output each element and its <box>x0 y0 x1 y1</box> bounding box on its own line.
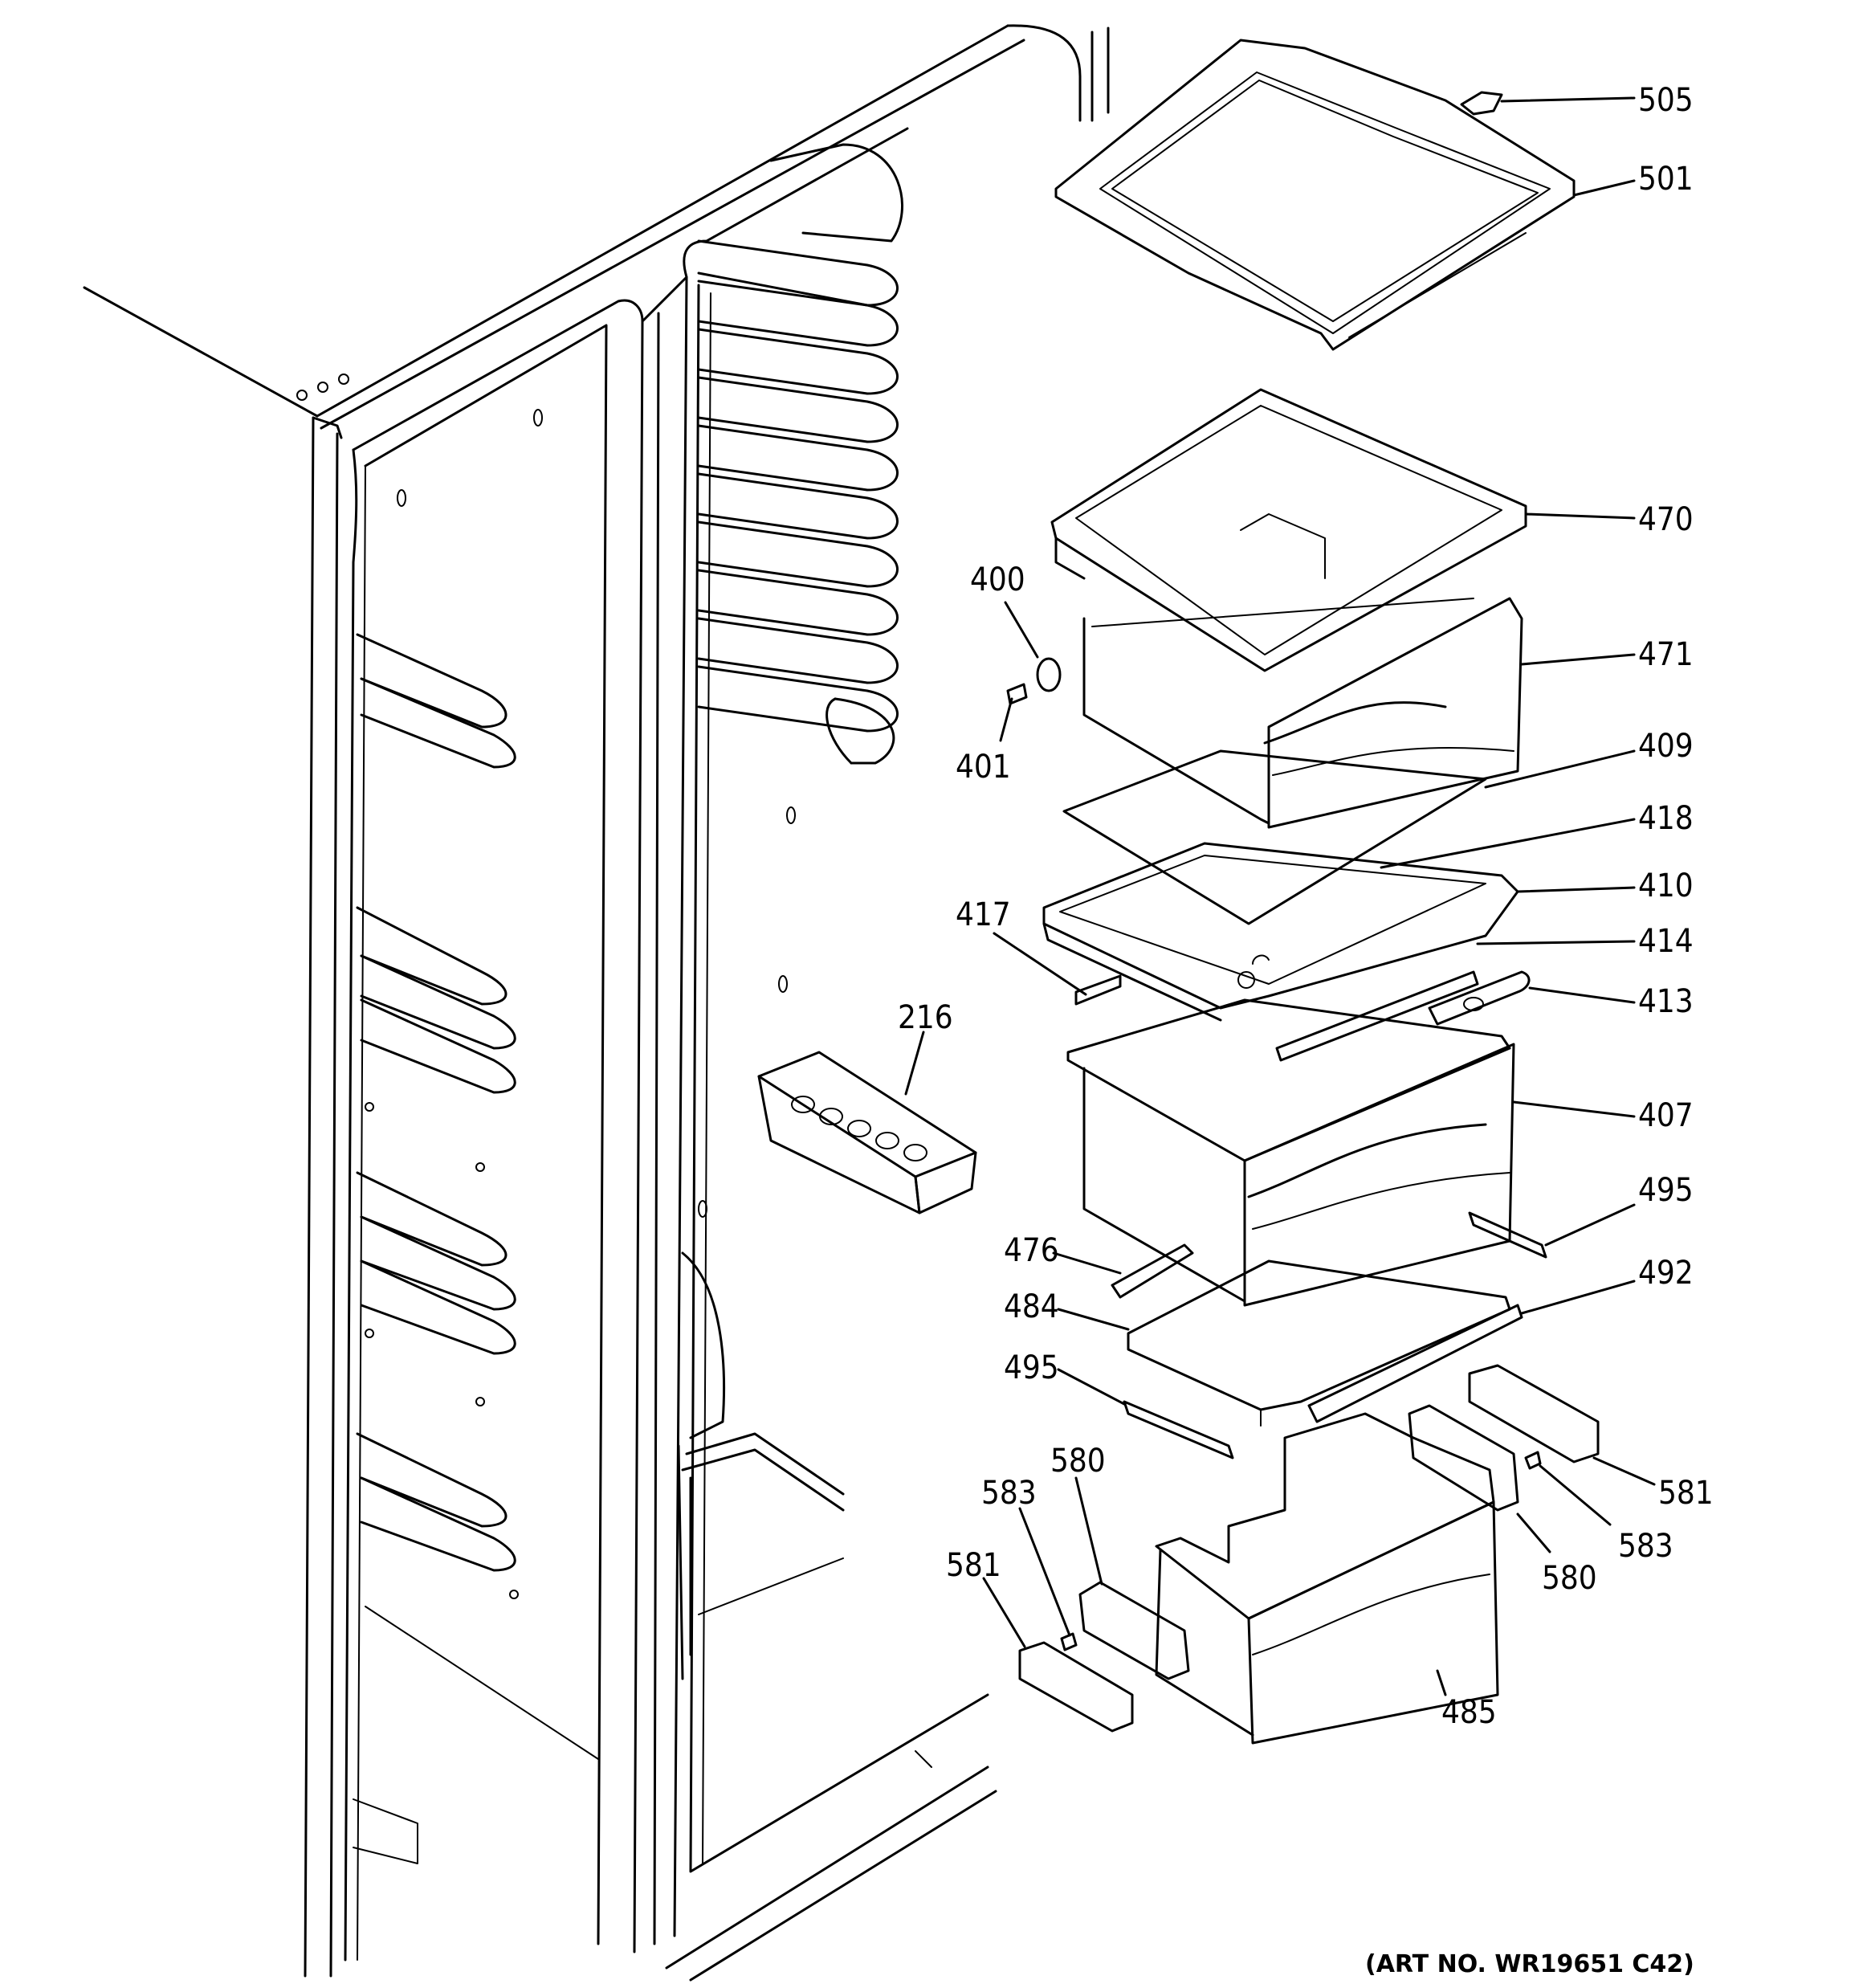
art-number: (ART NO. WR19651 C42) <box>1365 1950 1694 1978</box>
mounting-holes <box>365 409 796 1599</box>
screw-401 <box>1006 683 1028 705</box>
crisper-pan-407 <box>1066 998 1515 1307</box>
callout-581-right: 581 <box>1658 1475 1714 1512</box>
callout-501: 501 <box>1638 161 1694 198</box>
callout-400: 400 <box>970 561 1025 598</box>
callout-495-upper: 495 <box>1638 1172 1694 1209</box>
slide-581-left <box>1018 1641 1134 1733</box>
rail-476 <box>1111 1243 1194 1299</box>
callout-409: 409 <box>1638 728 1694 765</box>
callout-216: 216 <box>898 999 953 1036</box>
slide-580-left <box>1078 1581 1190 1680</box>
callout-471: 471 <box>1638 636 1694 673</box>
snack-pan-471 <box>1082 597 1523 829</box>
callout-484: 484 <box>1004 1288 1059 1325</box>
callout-414: 414 <box>1638 923 1694 960</box>
callout-580-right: 580 <box>1542 1560 1597 1597</box>
callout-410: 410 <box>1638 867 1694 904</box>
cover-484 <box>1127 1259 1511 1427</box>
callout-417: 417 <box>956 896 1011 933</box>
glass-shelf-501 <box>1054 39 1576 351</box>
callout-505: 505 <box>1638 82 1694 119</box>
rod-417 <box>1074 974 1122 1006</box>
rail-495-lower <box>1123 1400 1234 1459</box>
refrigerator-cabinet <box>83 24 1110 1982</box>
callout-485: 485 <box>1441 1694 1497 1731</box>
callout-583-right: 583 <box>1618 1528 1673 1565</box>
slide-581-right <box>1468 1364 1600 1463</box>
callout-413: 413 <box>1638 983 1694 1020</box>
trim-492 <box>1307 1304 1523 1423</box>
egg-bin-216 <box>757 1051 977 1214</box>
slide-580-right <box>1408 1404 1519 1512</box>
callout-476: 476 <box>1004 1232 1059 1269</box>
callout-495-lower: 495 <box>1004 1349 1059 1386</box>
handle-413 <box>1428 970 1531 1026</box>
freezer-shelves <box>356 633 516 1572</box>
rail-495-upper <box>1468 1211 1547 1259</box>
bushing-400 <box>1036 657 1062 692</box>
callout-580-left: 580 <box>1050 1443 1106 1480</box>
callout-470: 470 <box>1638 501 1694 538</box>
pan-cover-470 <box>1050 388 1527 672</box>
screw-583-right <box>1524 1451 1542 1470</box>
rear-air-duct <box>697 143 903 765</box>
track-414 <box>1275 970 1479 1062</box>
callout-492: 492 <box>1638 1255 1694 1292</box>
glass-409 <box>1062 749 1487 925</box>
callout-418: 418 <box>1638 800 1694 837</box>
drawer-485 <box>1155 1412 1499 1745</box>
shelf-clip-505 <box>1460 91 1503 116</box>
callout-407: 407 <box>1638 1097 1694 1134</box>
callout-401: 401 <box>956 749 1011 786</box>
callout-583-left: 583 <box>981 1475 1037 1512</box>
frame-410 <box>1042 842 1519 1022</box>
leader-lines <box>904 96 1656 1696</box>
callout-581-left: 581 <box>946 1547 1001 1584</box>
callout-labels: 505 501 470 471 400 401 409 418 410 417 … <box>898 82 1714 1731</box>
